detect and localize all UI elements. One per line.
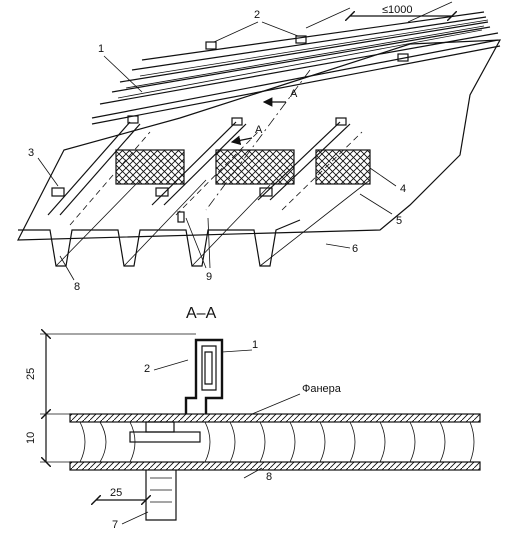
clamps (127, 35, 409, 126)
bolt-assembly (129, 421, 201, 521)
insulation-blocks (115, 149, 371, 185)
spacing-label: ≤1000 (382, 4, 413, 16)
callout-9: 9 (206, 271, 212, 283)
roof-sheets (91, 11, 501, 125)
section-arrow-label-upper: A (290, 88, 298, 100)
dim-25-vertical: 25 (25, 368, 37, 380)
section-arrow (205, 69, 311, 211)
callout-2: 2 (254, 9, 260, 21)
dim-10-vertical: 10 (25, 432, 37, 444)
section-callout-8: 8 (266, 471, 272, 483)
standing-seam (184, 338, 224, 414)
profiled-deck (18, 219, 301, 267)
plywood-label: Фанера (302, 383, 342, 395)
callout-4: 4 (400, 183, 406, 195)
top-sheet-layer (69, 413, 481, 423)
dim-25-horizontal: 25 (110, 487, 122, 499)
callout-8: 8 (74, 281, 80, 293)
section-callout-2: 2 (144, 363, 150, 375)
section-title: А–А (186, 305, 217, 322)
bottom-plywood-layer (69, 461, 481, 471)
callout-leaders (37, 21, 397, 281)
isometric-view: ≤1000 A A 1 2 3 4 5 6 8 9 (17, 1, 502, 293)
purlins (47, 121, 363, 226)
callout-1: 1 (98, 43, 104, 55)
callout-3: 3 (28, 147, 34, 159)
section-leaders (121, 349, 301, 525)
callout-6: 6 (352, 243, 358, 255)
substrate-outline (17, 39, 502, 241)
section-a-a: А–А (25, 305, 481, 531)
spacing-dimension (305, 1, 452, 29)
section-arrow-label-lower: A (255, 124, 263, 136)
dimension-lines (40, 334, 196, 500)
section-callout-7: 7 (112, 519, 118, 531)
callout-5: 5 (396, 215, 402, 227)
section-callout-1: 1 (252, 339, 258, 351)
